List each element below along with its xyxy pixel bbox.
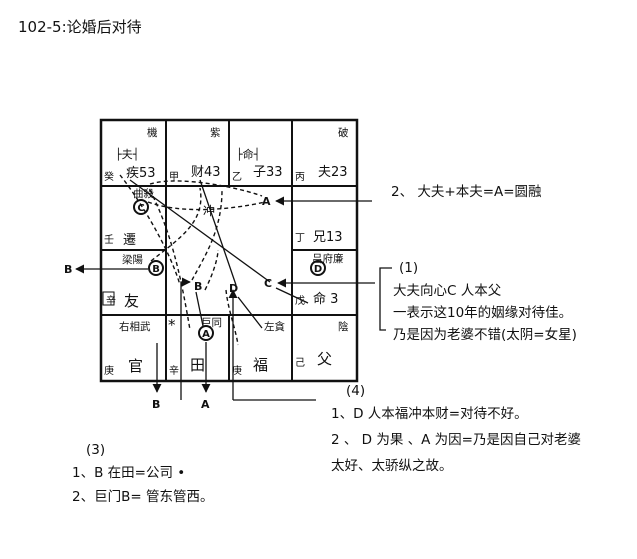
note-3-line1: 1、B 在田=公司 •: [72, 465, 186, 481]
xin-box: [102, 291, 115, 306]
page-title: 102-5:论婚后对待: [18, 18, 142, 36]
star-liang-yang: 梁陽: [122, 253, 143, 266]
stem-jia: 甲: [169, 172, 179, 183]
circle-b-letter: B: [152, 264, 160, 275]
point-b-mid: B: [194, 280, 202, 293]
note-2: 2、 大夫+本夫=A=圆融: [391, 184, 542, 200]
stem-yi: 乙: [232, 171, 242, 183]
circle-a-marker: [198, 325, 214, 341]
stem-xin: 辛: [106, 294, 116, 307]
palace-ming: 命 3: [313, 291, 338, 307]
note-1-head: (1): [399, 260, 419, 276]
point-c-mid: C: [264, 277, 272, 290]
stem-xin2: 辛: [169, 364, 179, 377]
palace-fu: 夫23: [318, 165, 348, 180]
palace-ji: 疾53: [126, 166, 156, 181]
palace-tian: 田: [190, 356, 205, 374]
point-a-top: A: [262, 195, 271, 208]
note-1-line3: 乃是因为老婆不错(太阴=女星): [393, 327, 577, 343]
ming-tag: ├命┤: [236, 147, 260, 161]
circle-a-letter: A: [202, 329, 210, 340]
line-d-to-tan: [237, 296, 263, 329]
stem-wu: 戊: [295, 295, 305, 307]
star-ji: 機: [147, 126, 158, 139]
circle-c-letter: C: [137, 203, 144, 214]
dashed-top-to-a: [149, 180, 263, 197]
point-b-left: B: [64, 263, 72, 276]
point-d-mid: D: [229, 282, 238, 295]
circle-c-marker: [133, 199, 149, 215]
point-b-bottom: B: [152, 398, 160, 411]
palace-zi: 子33: [253, 165, 283, 180]
stem-ding: 丁: [295, 233, 305, 244]
star-zi: 紫: [210, 127, 221, 139]
note-3-head: (3): [86, 442, 106, 458]
fu-tag: ├夫┤: [115, 147, 139, 161]
star-tai-yin: 陰: [338, 320, 349, 333]
dashed-long-curve: [149, 189, 191, 331]
circle-b-marker: [148, 260, 164, 276]
point-a-bottom: A: [201, 398, 210, 411]
stem-bing: 丙: [295, 172, 305, 183]
note-4-line3: 太好、太骄纵之故。: [331, 458, 453, 474]
chart-grid: [99, 118, 359, 383]
palace-fude: 福: [253, 356, 268, 374]
note-4-head: (4): [346, 383, 366, 399]
palace-cai: 财43: [191, 165, 221, 180]
arrow-up-to-b: [180, 277, 191, 400]
dashed-b-curve: [150, 187, 202, 262]
star-tan: 左貪: [264, 320, 285, 333]
stem-geng: 庚: [104, 364, 114, 377]
palace-parents: 父: [317, 350, 332, 368]
stem-gui: 癸: [104, 170, 114, 183]
palace-you: 友: [124, 292, 139, 310]
stem-ren: 壬: [104, 234, 114, 246]
line-cai-to-d: [199, 179, 237, 286]
dashed-c-to-a: [147, 201, 266, 211]
stem-geng2: 庚: [232, 364, 242, 377]
dashed-curve-3: [204, 249, 219, 291]
note1-bracket: [379, 267, 392, 331]
star-ju-shu-wu: 右相武: [119, 320, 151, 333]
dashed-down-1: [225, 289, 239, 346]
circle-d-marker: [310, 260, 326, 276]
line-b-to-tian: [195, 291, 204, 327]
star-ji-sha: 曲殺: [133, 187, 154, 200]
palace-qian: 遷: [123, 233, 136, 248]
note-4-line2: 2 、 D 为果 、A 为因=乃是因自己对老婆: [331, 432, 581, 448]
palace-guan: 官: [128, 357, 143, 375]
palace-xiong: 兄13: [313, 230, 343, 245]
stem-ji: 己: [295, 358, 305, 369]
dashed-fu-swoop: [119, 174, 181, 286]
circle-d-letter: D: [314, 264, 322, 275]
dashed-curve-2: [191, 189, 223, 281]
note-1-line1: 大夫向心C 人本父: [393, 283, 502, 299]
note-4-line1: 1、D 人本福冲本财=对待不好。: [331, 406, 528, 422]
note-3-line2: 2、巨门B= 管东管西。: [72, 489, 214, 505]
asterisk-mark: *: [168, 316, 176, 334]
star-po: 破: [338, 126, 349, 139]
note-1-line2: 一表示这10年的姻缘对待佳。: [393, 305, 573, 321]
line-c-to-ming: [275, 287, 309, 304]
